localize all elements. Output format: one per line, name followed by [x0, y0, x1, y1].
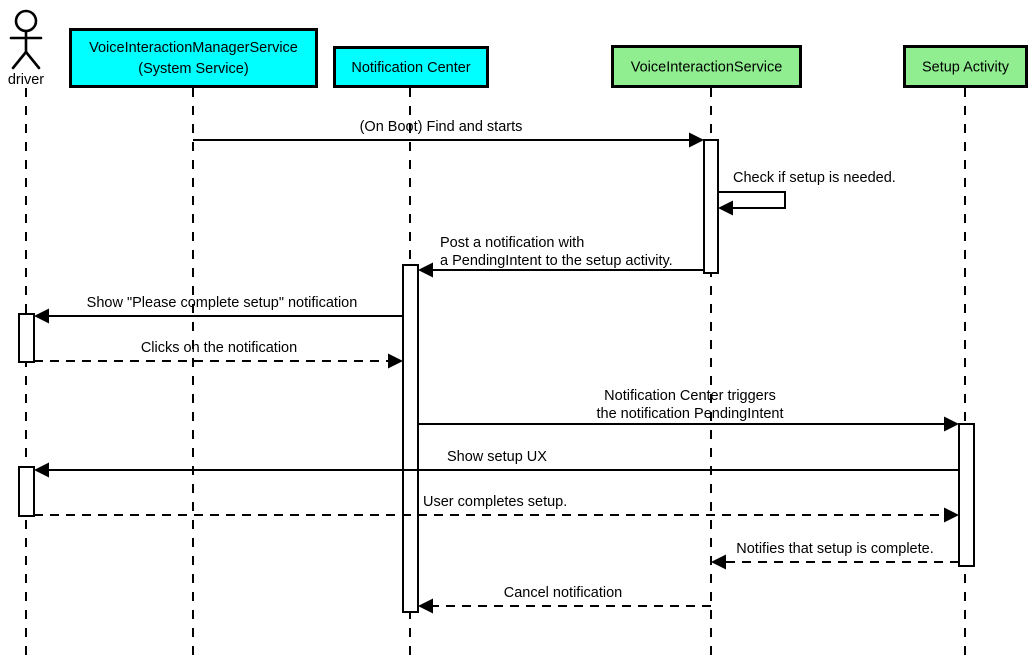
msg-clicks-on-the-notification[interactable]: Clicks on the notification: [34, 340, 403, 369]
msg-check-if-setup-is-needed-line: [718, 191, 786, 209]
msg-post-a-notification[interactable]: Post a notification with a PendingIntent …: [418, 235, 704, 278]
participant-label-voiceinteractionservice: VoiceInteractionService: [631, 59, 783, 75]
msg-notifies-that-setup-is-complete[interactable]: Notifies that setup is complete.: [711, 541, 959, 570]
msg-clicks-on-the-notification-label: Clicks on the notification: [141, 340, 297, 356]
msg-clicks-on-the-notification-arrowhead: [388, 353, 403, 369]
activation-bar-notification-center: [402, 264, 419, 613]
participant-box-setup-activity[interactable]: [903, 45, 1028, 88]
activation-bar-driver: [18, 313, 35, 363]
msg-on-boot-find-and-starts[interactable]: (On Boot) Find and starts: [193, 119, 704, 148]
actor-leg-left-icon: [11, 50, 28, 70]
msg-notifies-that-setup-is-complete-label: Notifies that setup is complete.: [736, 541, 933, 557]
msg-check-if-setup-is-needed-arrowhead: [718, 200, 733, 216]
msg-check-if-setup-is-needed[interactable]: Check if setup is needed.: [718, 170, 896, 216]
msg-on-boot-find-and-starts-arrowhead: [689, 132, 704, 148]
participant-vims[interactable]: VoiceInteractionManagerService (System Se…: [69, 28, 318, 88]
msg-notification-center-triggers-pendingintent-arrowhead: [944, 416, 959, 432]
msg-cancel-notification-arrowhead: [418, 598, 433, 614]
msg-show-setup-ux[interactable]: Show setup UX: [34, 449, 959, 478]
participants-group: VoiceInteractionManagerService (System Se…: [69, 28, 1028, 88]
activation-bars-group: [18, 139, 975, 613]
msg-user-completes-setup-label: User completes setup.: [423, 494, 567, 510]
actor-head-icon: [14, 9, 38, 33]
participant-voiceinteractionservice[interactable]: VoiceInteractionService: [611, 45, 802, 88]
participant-label-notification-center: Notification Center: [351, 60, 470, 76]
msg-cancel-notification[interactable]: Cancel notification: [418, 585, 711, 614]
msg-user-completes-setup-arrowhead: [944, 507, 959, 523]
participant-box-notification-center[interactable]: [333, 46, 489, 88]
participant-label2-vims: (System Service): [138, 61, 248, 77]
msg-on-boot-find-and-starts-label: (On Boot) Find and starts: [360, 119, 523, 135]
msg-show-please-complete-setup-notification-label: Show "Please complete setup" notificatio…: [87, 295, 358, 311]
actor-leg-right-icon: [24, 50, 41, 70]
actor-glyph-group: driver: [8, 9, 44, 88]
msg-post-a-notification-label: Post a notification with: [440, 235, 584, 251]
actor-label-driver: driver: [8, 72, 44, 88]
msg-notification-center-triggers-pendingintent-label: Notification Center triggers: [604, 388, 776, 404]
participant-setup-activity[interactable]: Setup Activity: [903, 45, 1028, 88]
activation-bar-driver: [18, 466, 35, 517]
participant-box-vims[interactable]: [69, 28, 318, 88]
msg-post-a-notification-arrowhead: [418, 262, 433, 278]
msg-post-a-notification-label-line2: a PendingIntent to the setup activity.: [440, 253, 673, 269]
msg-notification-center-triggers-pendingintent[interactable]: Notification Center triggers the notifica…: [418, 388, 959, 432]
participant-label-vims: VoiceInteractionManagerService: [89, 40, 298, 56]
msg-show-setup-ux-arrowhead: [34, 462, 49, 478]
msg-show-setup-ux-label: Show setup UX: [447, 449, 547, 465]
participant-notification-center[interactable]: Notification Center: [333, 46, 489, 88]
msg-show-please-complete-setup-notification[interactable]: Show "Please complete setup" notificatio…: [34, 295, 403, 324]
msg-show-please-complete-setup-notification-arrowhead: [34, 308, 49, 324]
msg-notifies-that-setup-is-complete-arrowhead: [711, 554, 726, 570]
actor-driver[interactable]: driver: [8, 9, 44, 88]
msg-notification-center-triggers-pendingintent-label-line2: the notification PendingIntent: [596, 406, 783, 422]
activation-bar-voiceinteractionservice: [703, 139, 719, 274]
msg-cancel-notification-label: Cancel notification: [504, 585, 623, 601]
activation-bar-setup-activity: [958, 423, 975, 567]
msg-user-completes-setup[interactable]: User completes setup.: [34, 494, 959, 523]
participant-label-setup-activity: Setup Activity: [922, 59, 1010, 75]
msg-check-if-setup-is-needed-label: Check if setup is needed.: [733, 170, 896, 186]
participant-box-voiceinteractionservice[interactable]: [611, 45, 802, 88]
